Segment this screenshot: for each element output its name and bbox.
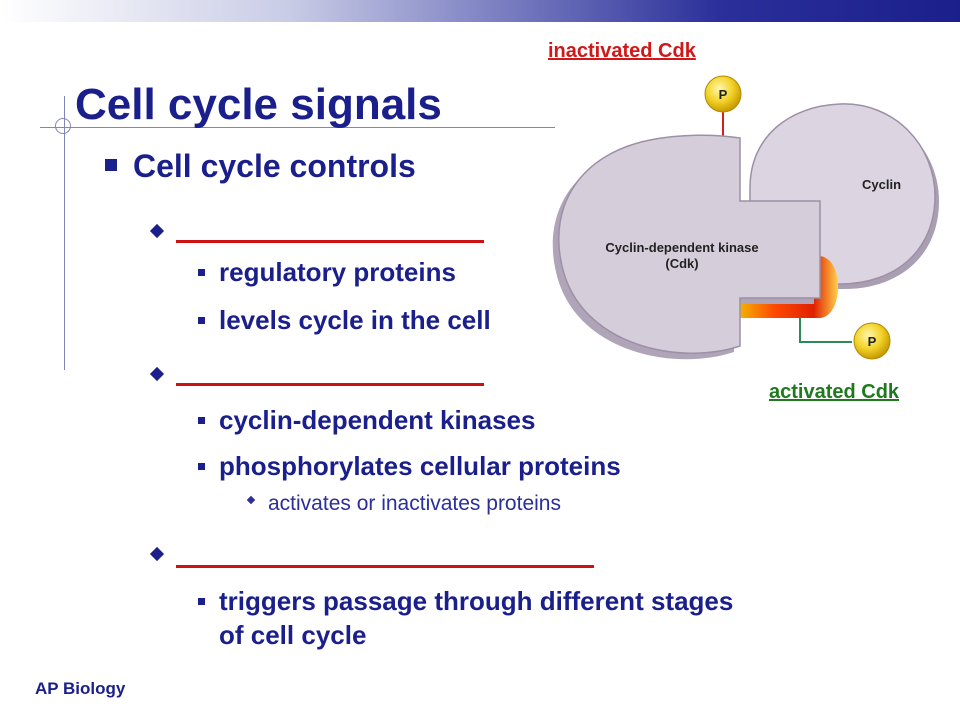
cdk-label-line2: (Cdk) [665,256,698,271]
square-bullet-icon [105,158,117,171]
diamond-bullet-icon [149,546,165,562]
top-gradient-bar [0,0,960,22]
bullet-levels-cycle: levels cycle in the cell [219,305,491,335]
square-bullet-icon [198,317,205,324]
square-bullet-icon [198,463,205,470]
label-activated-cdk: activated Cdk [769,381,900,403]
bullet-regulatory-proteins: regulatory proteins [219,257,456,287]
phosphate-label-top: P [719,87,728,102]
diamond-bullet-icon [149,223,165,239]
label-inactivated-cdk: inactivated Cdk [548,40,696,62]
phosphate-label-bottom: P [868,334,877,349]
phosphate-ball-bottom: P [853,322,891,360]
small-diamond-bullet-icon [246,495,256,505]
fill-in-blank-1 [176,240,484,243]
decor-crosshair-circle [55,118,71,134]
bullet-activates-inactivates: activates or inactivates proteins [268,492,561,515]
cdk-shape: Cyclin-dependent kinase (Cdk) [552,134,821,360]
cyclin-label: Cyclin [862,177,901,192]
phosphate-ball-top: P [704,75,742,113]
square-bullet-icon [198,269,205,276]
level1-bullet: Cell cycle controls [105,148,416,185]
cdk-label-line1: Cyclin-dependent kinase [605,240,758,255]
phosphate-stem-bottom [799,318,852,343]
fill-in-blank-2 [176,383,484,386]
square-bullet-icon [198,598,205,605]
square-bullet-icon [198,417,205,424]
fill-in-blank-3 [176,565,594,568]
bullet-phosphorylates: phosphorylates cellular proteins [219,451,621,481]
bullet-of-cell-cycle: of cell cycle [219,620,367,650]
decor-horizontal-line [40,127,555,128]
level1-text: Cell cycle controls [133,148,416,184]
decor-vertical-line [64,96,65,370]
diamond-bullet-icon [149,366,165,382]
footer-label: AP Biology [35,679,126,698]
bullet-triggers-passage: triggers passage through different stage… [219,586,734,616]
cdk-cyclin-diagram: P Cyclin Cyclin-dependent kinase (Cdk) P [552,75,939,360]
slide-title: Cell cycle signals [75,80,442,129]
bullet-cyclin-dependent-kinases: cyclin-dependent kinases [219,405,536,435]
